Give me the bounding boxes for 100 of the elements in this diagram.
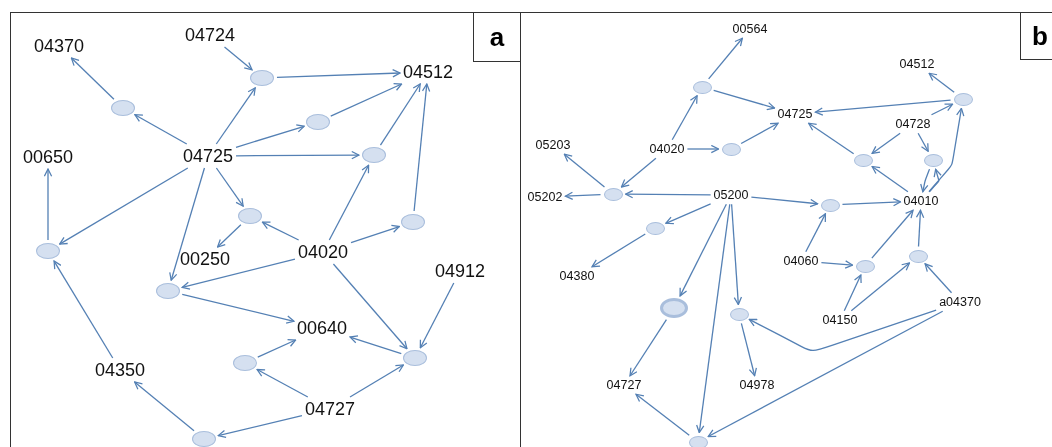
arrow	[70, 57, 115, 100]
arrow	[256, 368, 309, 398]
node-label: 00640	[296, 319, 348, 337]
arrow	[920, 168, 931, 193]
node-label: 04020	[297, 243, 349, 261]
arrow	[257, 339, 297, 358]
arrow	[814, 99, 952, 116]
arrow	[740, 122, 779, 145]
node-label: 00564	[732, 22, 768, 36]
node-circle	[233, 355, 257, 371]
panel-frame	[520, 12, 1052, 447]
node-circle	[729, 307, 749, 321]
arrow	[805, 213, 827, 253]
node-label: 04978	[739, 378, 775, 392]
arrow	[169, 167, 206, 281]
node-label: 04010	[903, 194, 939, 208]
panel-frame	[10, 12, 521, 447]
node-label: 05203	[535, 138, 571, 152]
arrow	[917, 132, 929, 152]
arrow	[349, 364, 405, 398]
arrow	[223, 46, 253, 71]
arrow	[53, 260, 114, 359]
arrow	[217, 415, 303, 439]
node-label: 04020	[649, 142, 685, 156]
node-label: 04725	[182, 147, 234, 165]
node-circle	[692, 80, 712, 94]
node-circle	[820, 198, 840, 212]
arrow	[871, 209, 914, 259]
arrow	[261, 221, 300, 241]
node-circle	[908, 249, 928, 263]
arrow	[686, 144, 720, 154]
node-circle	[923, 153, 943, 167]
arrow	[624, 189, 712, 199]
arrow	[635, 393, 690, 436]
arrow	[419, 282, 455, 349]
arrow	[671, 95, 698, 141]
arrow	[276, 69, 401, 79]
arrow	[750, 196, 819, 208]
node-label: 04727	[304, 400, 356, 418]
arrow	[871, 132, 901, 155]
arrow	[696, 203, 731, 434]
node-label: 04370	[33, 37, 85, 55]
node-circle	[853, 153, 873, 167]
node-circle	[192, 431, 216, 447]
arrow	[620, 157, 657, 188]
node-circle	[401, 214, 425, 230]
node-label: 04728	[895, 117, 931, 131]
arrow	[871, 165, 909, 193]
arrow	[332, 263, 408, 350]
node-circle	[855, 259, 875, 273]
arrow	[350, 224, 400, 244]
node-label: 04380	[559, 269, 595, 283]
arrow	[928, 72, 955, 93]
arrow	[215, 87, 256, 145]
node-label: 04912	[434, 262, 486, 280]
node-circle	[721, 142, 741, 156]
arrow	[235, 124, 305, 148]
arrow	[924, 263, 953, 294]
node-label: a04370	[939, 295, 981, 309]
arrow	[740, 322, 757, 377]
arrow	[820, 260, 854, 269]
arrow	[930, 103, 954, 116]
node-circle	[36, 243, 60, 259]
node-circle	[688, 435, 708, 447]
node-circle	[645, 221, 665, 235]
arrow	[915, 209, 925, 248]
arrow	[379, 83, 421, 146]
node-label: 04060	[783, 254, 819, 268]
arrow	[843, 274, 862, 312]
node-circle	[403, 350, 427, 366]
arrow	[413, 83, 431, 212]
arrow	[43, 168, 53, 241]
node-label: 04512	[899, 57, 935, 71]
node-label: 05202	[527, 190, 563, 204]
arrow	[134, 114, 188, 145]
node-label: 04150	[822, 313, 858, 327]
panel-letter: a	[473, 12, 521, 62]
arrow	[215, 167, 244, 207]
arrow	[181, 258, 296, 290]
node-circle	[362, 147, 386, 163]
arrow	[235, 150, 360, 160]
node-circle	[111, 100, 135, 116]
node-circle	[238, 208, 262, 224]
arrow	[59, 167, 189, 245]
arrow	[850, 262, 911, 312]
arrow	[665, 203, 712, 225]
arrow	[708, 37, 743, 80]
node-label: 04725	[777, 107, 813, 121]
node-label: 00250	[179, 250, 231, 268]
node-label: 04724	[184, 26, 236, 44]
arrow	[679, 203, 727, 297]
arrow	[216, 224, 242, 248]
arrow	[564, 191, 602, 200]
arrow	[713, 89, 776, 111]
arrow	[808, 122, 855, 155]
node-label: 00650	[22, 148, 74, 166]
arrow	[730, 203, 743, 306]
node-circle	[250, 70, 274, 86]
node-label: 04350	[94, 361, 146, 379]
arrow	[328, 164, 370, 241]
